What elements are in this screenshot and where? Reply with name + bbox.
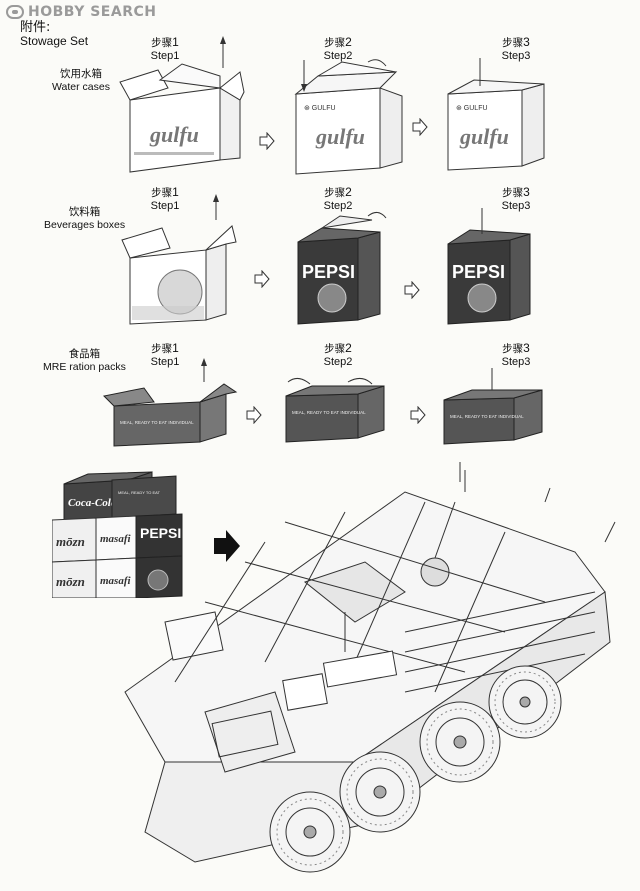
box-brand: PEPSI (452, 262, 505, 282)
row-label-water-cn: 饮用水箱 (59, 68, 102, 80)
step-cn: 步骤 (324, 37, 346, 49)
step-num: 1 (172, 35, 179, 49)
water-box-closed: ⊛ GULFU gulfu (447, 58, 545, 171)
row1-step2-label: 步骤2 Step2 (324, 36, 353, 63)
step-num: 3 (523, 185, 530, 199)
water-box-open: gulfu (119, 36, 245, 173)
step-cn: 步骤 (502, 187, 524, 199)
next-arrow-icon (404, 281, 420, 299)
box-brand: MEAL, READY TO EAT INDIVIDUAL (450, 414, 524, 419)
row-label-mre-cn: 食品箱 (68, 348, 101, 360)
row-label-beverages-cn: 饮料箱 (68, 206, 101, 218)
mre-box-closed: MEAL, READY TO EAT INDIVIDUAL (443, 368, 543, 445)
box-brand: MEAL, READY TO EAT INDIVIDUAL (292, 410, 366, 415)
row3-step1-label: 步骤1 Step1 (151, 342, 180, 369)
row2-step1-label: 步骤1 Step1 (151, 186, 180, 213)
step-en: Step2 (323, 356, 353, 368)
stack-brand-coca: Coca-Cola (68, 497, 117, 509)
next-arrow-icon (246, 406, 262, 424)
next-arrow-icon (412, 118, 428, 136)
row-label-mre: 食品箱 MRE ration packs (43, 348, 126, 374)
next-arrow-icon (410, 406, 426, 424)
step-en: Step3 (501, 200, 531, 212)
row-label-beverages: 饮料箱 Beverages boxes (44, 206, 125, 232)
row3-step3-label: 步骤3 Step3 (502, 342, 531, 369)
row2-step3-label: 步骤3 Step3 (502, 186, 531, 213)
step-en: Step1 (150, 200, 180, 212)
stack-brand-mozn: mōzn (56, 574, 85, 589)
watermark-text: HOBBY SEARCH (28, 4, 157, 20)
step-cn: 步骤 (502, 37, 524, 49)
box-brand: gulfu (315, 124, 365, 149)
watermark: HOBBY SEARCH (6, 4, 156, 20)
next-arrow-icon (254, 270, 270, 288)
row1-step3-label: 步骤3 Step3 (502, 36, 531, 63)
beverage-box-closed: PEPSI (447, 208, 531, 325)
box-brand: PEPSI (302, 262, 355, 282)
stack-brand-mozn: mōzn (56, 534, 85, 549)
step-en: Step1 (150, 356, 180, 368)
box-brand: gulfu (149, 122, 199, 147)
step-en: Step2 (323, 50, 353, 62)
row-label-mre-en: MRE ration packs (43, 361, 126, 373)
row-label-beverages-en: Beverages boxes (44, 219, 126, 231)
row-label-water-en: Water cases (52, 81, 110, 93)
step-num: 2 (345, 341, 352, 355)
page-title-cn: 附件: (20, 20, 51, 35)
mre-box-closing: MEAL, READY TO EAT INDIVIDUAL (285, 378, 385, 443)
step-num: 3 (523, 341, 530, 355)
stack-brand-pepsi: PEPSI (140, 525, 181, 541)
beverage-box-closing: PEPSI (297, 212, 387, 325)
stack-brand-masafi: masafi (100, 575, 132, 587)
svg-text:⊛ GULFU: ⊛ GULFU (304, 105, 336, 112)
step-num: 1 (172, 341, 179, 355)
step-cn: 步骤 (502, 343, 524, 355)
stowage-boxes-stack: Coca-Cola MEAL, READY TO EAT mōzn masafi… (52, 471, 183, 598)
next-arrow-icon (259, 132, 275, 150)
box-brand: MEAL, READY TO EAT INDIVIDUAL (120, 420, 194, 425)
row3-step2-label: 步骤2 Step2 (324, 342, 353, 369)
row1-step1-label: 步骤1 Step1 (151, 36, 180, 63)
step-en: Step2 (323, 200, 353, 212)
water-box-closing: ⊛ GULFU gulfu (294, 59, 403, 175)
big-arrow-icon (214, 530, 240, 562)
beverage-box-open (121, 194, 237, 325)
step-cn: 步骤 (151, 343, 173, 355)
step-cn: 步骤 (324, 187, 346, 199)
row-label-water: 饮用水箱 Water cases (52, 68, 110, 94)
step-num: 2 (345, 185, 352, 199)
step-num: 1 (172, 185, 179, 199)
step-cn: 步骤 (151, 37, 173, 49)
stryker-vehicle-drawing (124, 462, 616, 873)
stack-brand-mre: MEAL, READY TO EAT (118, 490, 160, 495)
stack-brand-masafi: masafi (100, 533, 132, 545)
step-en: Step1 (150, 50, 180, 62)
step-cn: 步骤 (324, 343, 346, 355)
row2-step2-label: 步骤2 Step2 (324, 186, 353, 213)
hobby-search-logo-icon (6, 5, 24, 19)
mre-box-open: MEAL, READY TO EAT INDIVIDUAL (102, 358, 238, 447)
svg-text:⊛ GULFU: ⊛ GULFU (456, 105, 488, 112)
page-title-en: Stowage Set (20, 34, 89, 48)
step-cn: 步骤 (151, 187, 173, 199)
step-num: 3 (523, 35, 530, 49)
box-brand: gulfu (459, 124, 509, 149)
step-en: Step3 (501, 356, 531, 368)
step-num: 2 (345, 35, 352, 49)
step-en: Step3 (501, 50, 531, 62)
